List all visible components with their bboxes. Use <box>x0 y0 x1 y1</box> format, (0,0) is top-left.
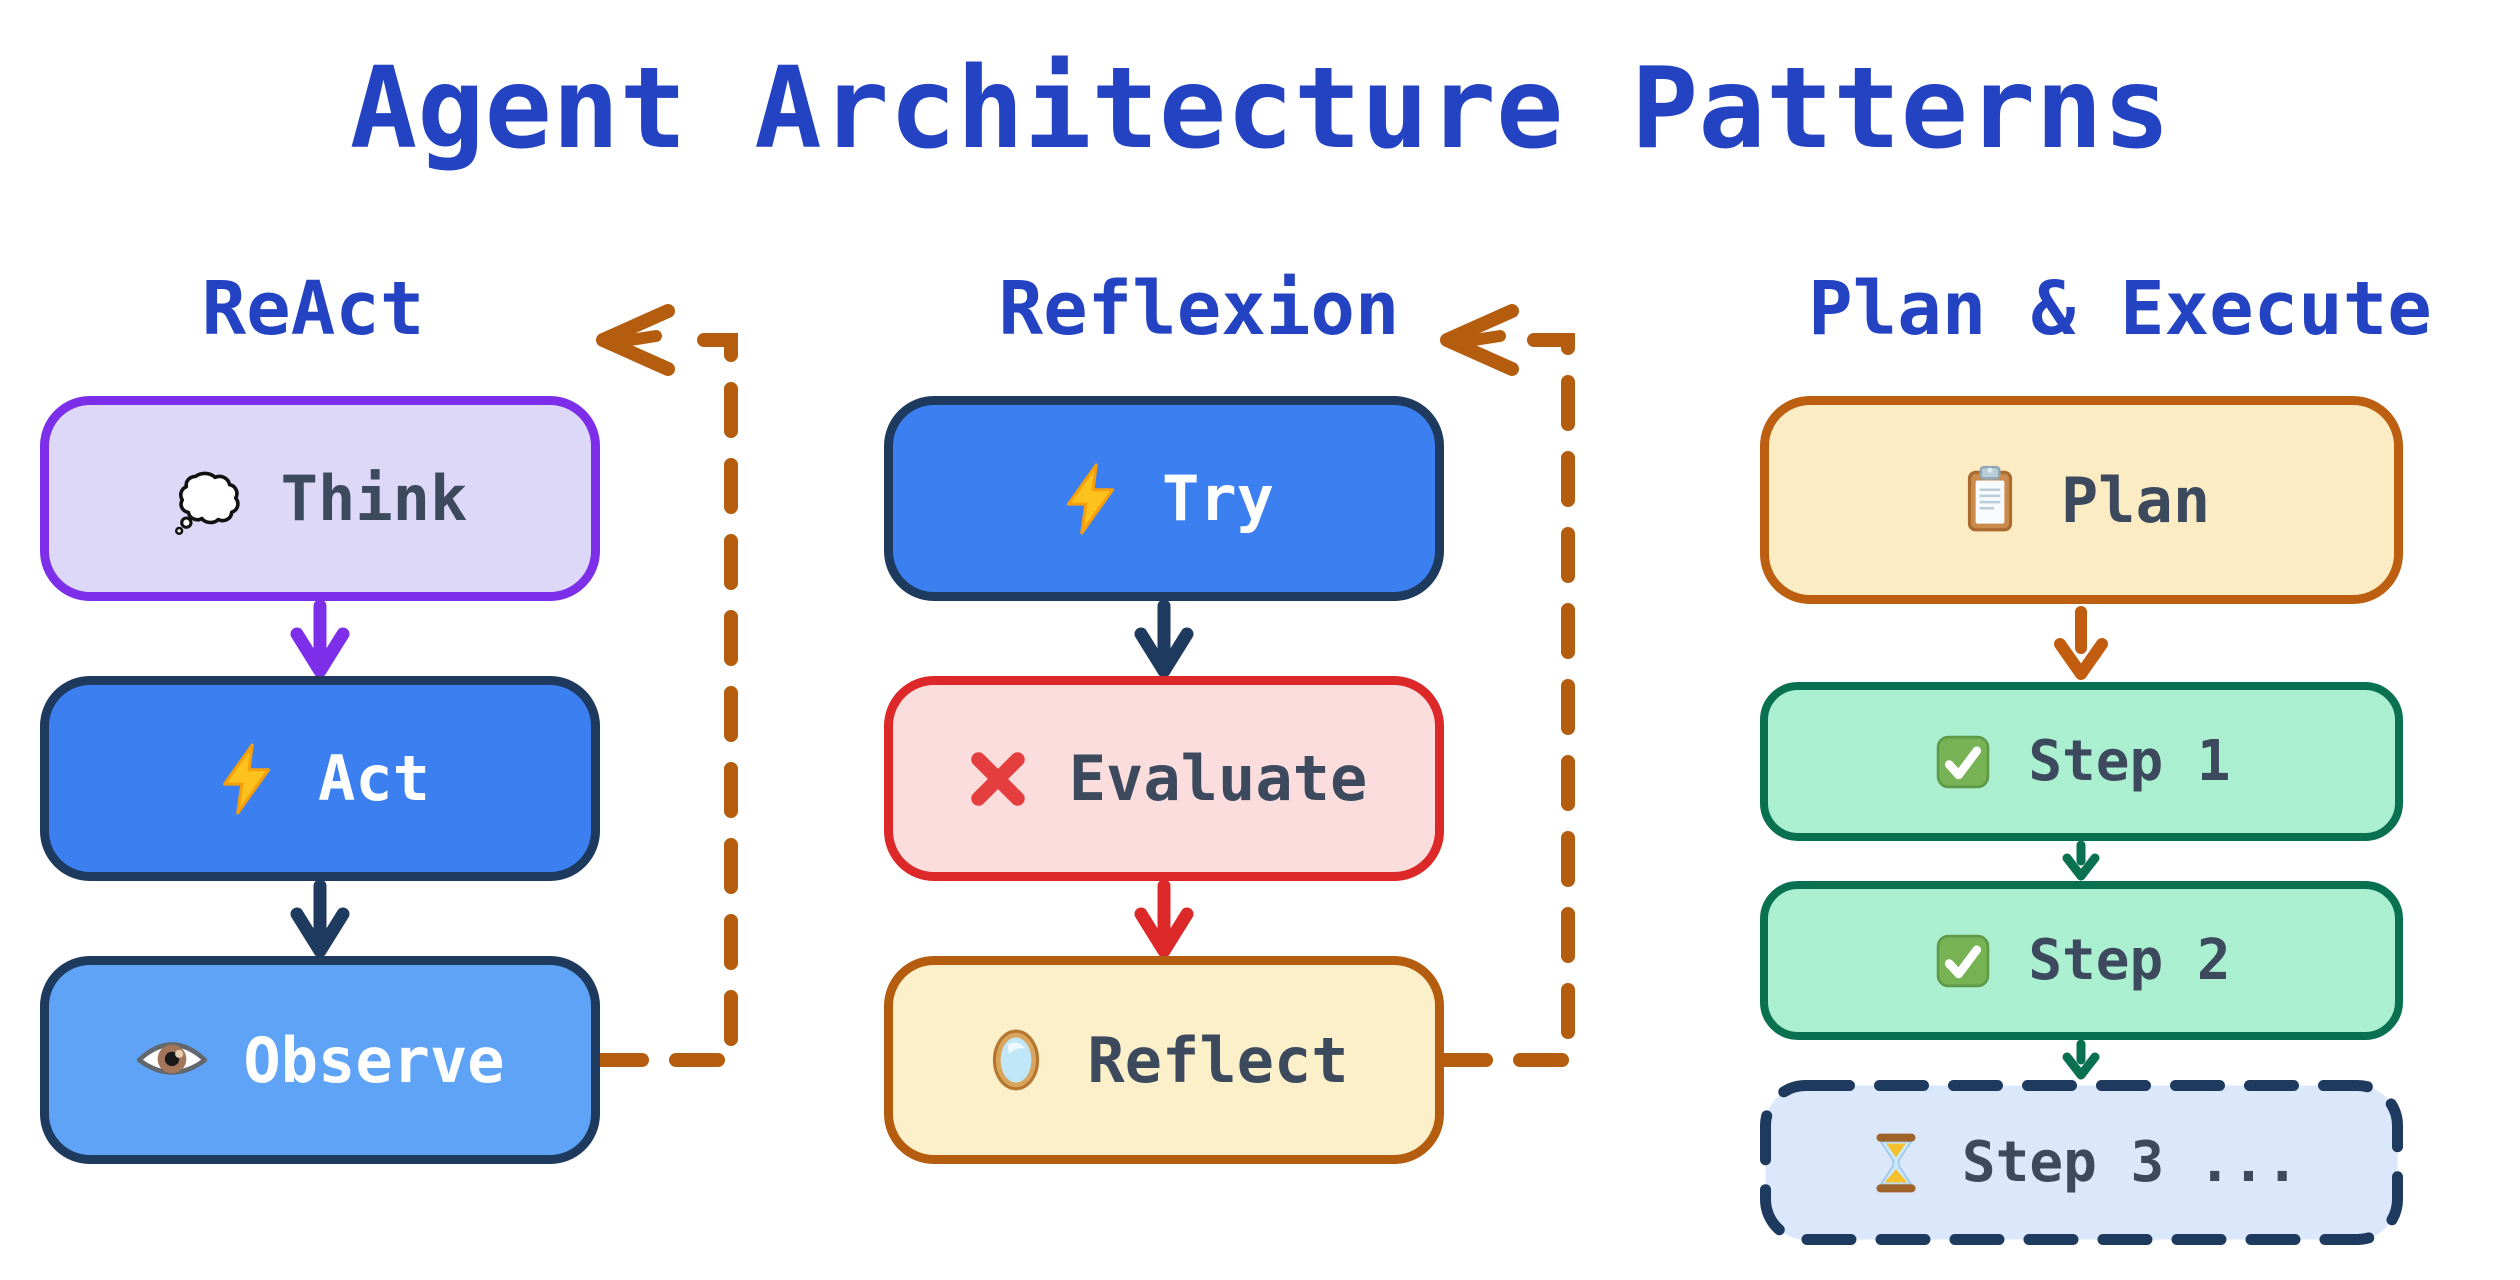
lightning-zap-icon <box>1054 462 1128 536</box>
node-act: Act <box>40 676 600 881</box>
step3-dashed-outline <box>1760 1080 2403 1245</box>
node-label: Step 3 ... <box>1961 1130 2300 1195</box>
check-mark-button-icon <box>1932 930 1994 992</box>
node-label: Plan <box>2060 463 2211 537</box>
node-label: Reflect <box>1087 1023 1349 1097</box>
column-heading-plan-execute: Plan & Execute <box>1808 266 2432 352</box>
node-think: Think <box>40 396 600 601</box>
page-title: Agent Architecture Patterns <box>349 44 2171 174</box>
node-plan: Plan <box>1760 396 2403 604</box>
hourglass-icon <box>1864 1131 1928 1195</box>
node-step2: Step 2 <box>1760 881 2403 1040</box>
node-observe: Observe <box>40 956 600 1164</box>
arrow-try-to-evaluate <box>1134 599 1194 678</box>
thought-balloon-icon <box>173 462 247 536</box>
node-step1: Step 1 <box>1760 682 2403 841</box>
node-label: Observe <box>243 1023 505 1097</box>
clipboard-icon <box>1953 463 2027 537</box>
arrow-plan-to-step1 <box>2054 606 2108 680</box>
reflexion-feedback-loop-line <box>1437 304 1575 1067</box>
node-label: Think <box>280 462 468 535</box>
arrow-act-to-observe <box>290 879 350 958</box>
column-heading-reflexion: Reflexion <box>998 266 1400 352</box>
column-heading-react: ReAct <box>201 266 425 352</box>
eye-icon <box>135 1023 209 1097</box>
arrow-evaluate-to-reflect <box>1134 879 1194 958</box>
arrow-think-to-act <box>290 599 350 678</box>
node-reflect: Reflect <box>884 956 1444 1164</box>
node-label: Evaluate <box>1068 742 1368 815</box>
node-try: Try <box>884 396 1444 601</box>
cross-mark-icon <box>961 742 1035 816</box>
lightning-zap-icon <box>210 742 284 816</box>
node-label: Act <box>318 742 430 815</box>
node-label: Try <box>1162 462 1274 535</box>
node-step3: Step 3 ... <box>1760 1080 2403 1245</box>
arrow-step2-to-step3 <box>2062 1039 2100 1080</box>
react-feedback-loop-line <box>593 304 738 1067</box>
node-label: Step 2 <box>2028 928 2231 993</box>
mirror-icon <box>979 1023 1053 1097</box>
node-label: Step 1 <box>2028 729 2231 794</box>
check-mark-button-icon <box>1932 731 1994 793</box>
arrow-step1-to-step2 <box>2062 840 2100 881</box>
node-evaluate: Evaluate <box>884 676 1444 881</box>
